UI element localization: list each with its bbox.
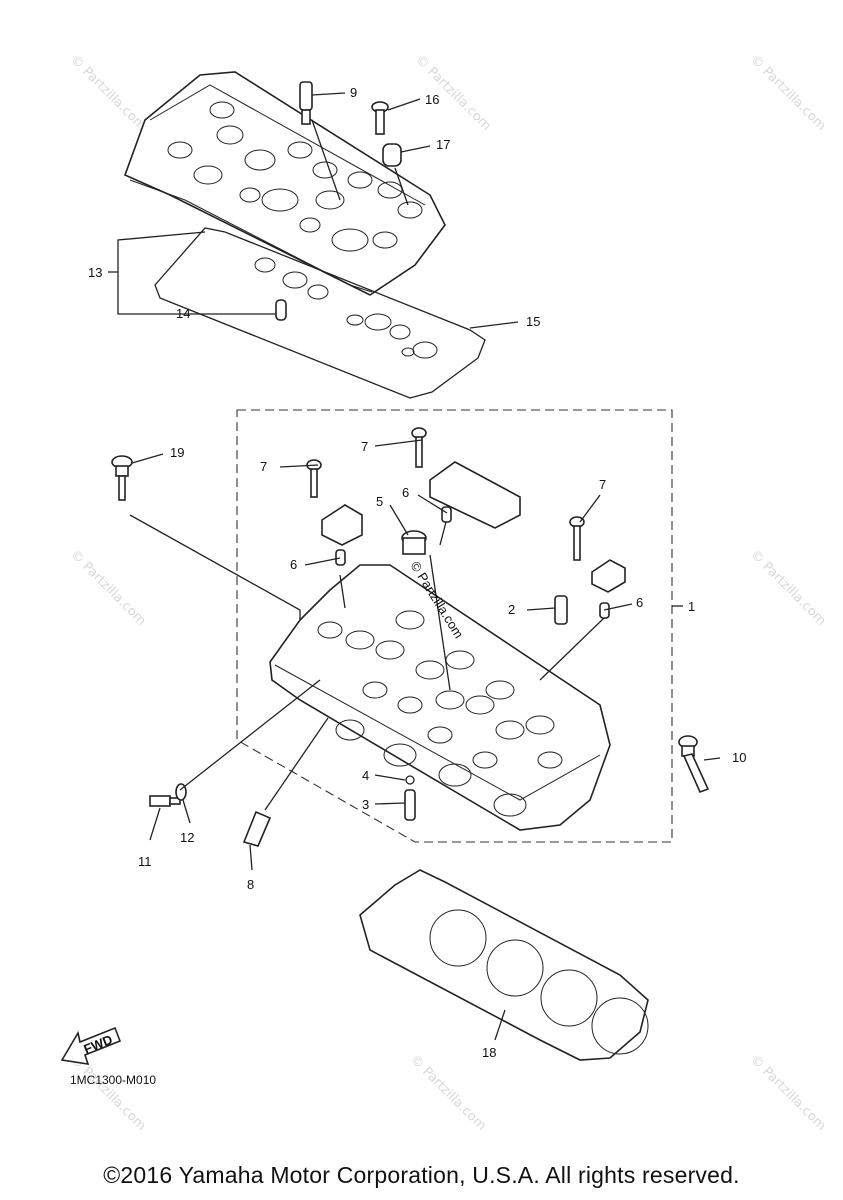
callout-7c: 7 xyxy=(599,477,606,492)
cover-bolt xyxy=(371,101,389,135)
head-bolt xyxy=(678,735,710,794)
breather-plug xyxy=(401,530,427,555)
gasket-plug-holes xyxy=(254,257,438,359)
callout-14: 14 xyxy=(176,306,190,321)
dowel-pins xyxy=(335,506,610,619)
callout-4: 4 xyxy=(362,768,369,783)
callout-15: 15 xyxy=(526,314,540,329)
leader-lines-middle xyxy=(129,439,721,871)
head-bolt-long xyxy=(111,455,133,501)
cylinder-head-gasket xyxy=(359,869,649,1061)
cylinder-head xyxy=(269,564,611,831)
watermark: © Partzilla.com xyxy=(747,1052,829,1134)
callout-8: 8 xyxy=(247,877,254,892)
callout-2: 2 xyxy=(508,602,515,617)
forward-arrow-icon: FWD xyxy=(60,1026,122,1065)
callout-7b: 7 xyxy=(361,439,368,454)
fwd-label: FWD xyxy=(82,1032,115,1057)
copyright-notice: ©2016 Yamaha Motor Corporation, U.S.A. A… xyxy=(103,1162,740,1188)
watermark: © Partzilla.com xyxy=(747,547,829,629)
callout-13: 13 xyxy=(88,265,102,280)
grommet xyxy=(275,299,287,321)
watermark: © Partzilla.com xyxy=(67,547,149,629)
callout-19: 19 xyxy=(170,445,184,460)
watermark: © Partzilla.com xyxy=(747,52,829,134)
bracket-13-14 xyxy=(117,231,276,315)
callout-11: 11 xyxy=(138,854,152,869)
cover-grommet xyxy=(382,143,402,167)
assembly-boundary xyxy=(236,409,673,843)
oil-check-bolt xyxy=(149,795,181,807)
callout-1: 1 xyxy=(688,599,695,614)
callout-16: 16 xyxy=(425,92,439,107)
callout-9: 9 xyxy=(350,85,357,100)
callout-6b: 6 xyxy=(402,485,409,500)
watermark: © Partzilla.com xyxy=(67,1052,149,1134)
watermark: © Partzilla.com xyxy=(407,1052,489,1134)
head-cover-gasket xyxy=(154,227,486,399)
clip xyxy=(405,775,415,785)
callout-numbers: 1 2 3 4 5 6 6 6 7 7 7 8 9 10 11 12 13 14… xyxy=(88,85,746,1060)
callout-6c: 6 xyxy=(636,595,643,610)
callout-7a: 7 xyxy=(260,459,267,474)
intake-guide xyxy=(404,789,416,821)
callout-18: 18 xyxy=(482,1045,496,1060)
callout-3: 3 xyxy=(362,797,369,812)
spark-plug xyxy=(299,81,313,125)
valve-guide xyxy=(554,595,568,625)
leader-lines-top xyxy=(108,92,519,329)
diagram-code: 1MC1300-M010 xyxy=(70,1073,157,1087)
callout-17: 17 xyxy=(436,137,450,152)
callout-5: 5 xyxy=(376,494,383,509)
camshaft-caps xyxy=(321,461,626,593)
cylinder-head-cover xyxy=(123,71,446,296)
callout-12: 12 xyxy=(180,830,194,845)
watermark: © Partzilla.com xyxy=(67,52,149,134)
callout-10: 10 xyxy=(732,750,746,765)
leader-line-18 xyxy=(494,1009,506,1041)
cap-bolts xyxy=(306,427,585,561)
callout-6a: 6 xyxy=(290,557,297,572)
stud-bolt xyxy=(242,810,272,847)
